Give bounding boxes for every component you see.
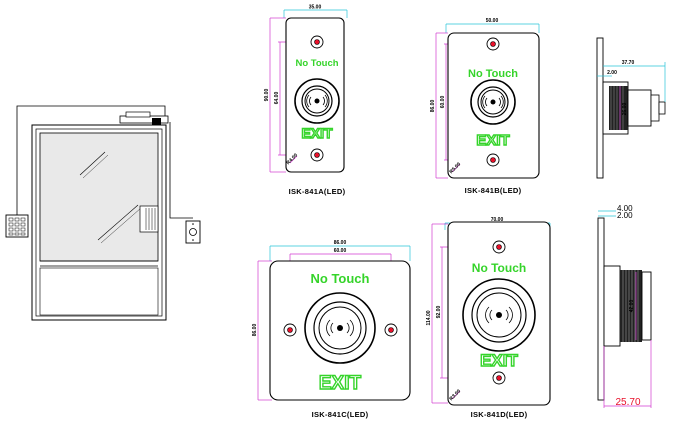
lock-armature (152, 118, 161, 128)
wireless-hand-icon (482, 95, 504, 109)
no-touch-legend: No Touch (468, 68, 518, 80)
height-dimension-label: 114.00 (426, 310, 432, 325)
exit-legend: EXIT (476, 132, 509, 149)
hole-spacing-dimension-label: 64.00 (274, 92, 280, 105)
hole-spacing-dimension-label: 92.00 (436, 306, 442, 319)
product-isk-841d: 70.00 114.00 92.00 No Touch EXIT R3.00 I… (426, 217, 551, 419)
exit-legend: EXIT (319, 373, 362, 394)
exit-legend: EXIT (301, 125, 333, 141)
height-dimension-label: 86.00 (252, 324, 258, 337)
model-label: ISK-841C(LED) (312, 410, 369, 419)
width-dimension-label: 50.00 (486, 18, 499, 24)
wireless-hand-icon (326, 319, 354, 337)
top-thickness-label: 4.00 (617, 204, 633, 213)
product-isk-841b: 50.00 86.00 60.00 No Touch EXIT R5.00 IS… (430, 18, 540, 195)
glass-reflection (79, 151, 106, 176)
wiring-line-right (169, 122, 193, 219)
wireless-hand-icon (306, 94, 328, 108)
hole-spacing-dimension-label: 60.00 (440, 96, 446, 109)
length-dimension-label: 37.70 (622, 60, 635, 66)
width-dimension-label: 86.00 (334, 240, 347, 246)
model-label: ISK-841A(LED) (289, 187, 346, 196)
door-kick-panel (39, 267, 159, 316)
product-isk-841c: 86.00 60.00 86.00 No Touch EXIT ISK-841C… (252, 240, 411, 419)
door-installation-diagram (5, 105, 201, 321)
no-touch-legend: No Touch (311, 271, 370, 286)
diameter-dimension-label: 42.00 (629, 300, 635, 313)
exit-button-icon (185, 220, 201, 244)
side-plate (597, 217, 605, 401)
height-dimension-label: 90.00 (264, 89, 270, 102)
side-view-large: 4.00 2.00 42.00 25.70 (597, 204, 652, 408)
keypad-icon (5, 214, 29, 238)
door-glass (39, 132, 159, 262)
door-leaf (35, 128, 163, 317)
side-thread (620, 270, 642, 342)
product-isk-841a: 35.00 90.00 64.00 No Touch EXIT R4.00 IS… (264, 5, 348, 196)
wiring-line (16, 105, 166, 215)
no-touch-legend: No Touch (472, 261, 526, 275)
exit-legend: EXIT (480, 351, 518, 370)
side-view-small: 37.70 2.00 26.00 (596, 37, 666, 179)
side-plate (596, 37, 604, 179)
model-label: ISK-841D(LED) (471, 410, 528, 419)
length-dimension-label: 25.70 (615, 397, 640, 408)
no-touch-legend: No Touch (295, 58, 338, 69)
width-dimension-label: 70.00 (491, 217, 504, 223)
width-dimension-label: 35.00 (309, 5, 322, 11)
hole-spacing-dimension-label: 60.00 (334, 248, 347, 254)
side-back-cap (641, 271, 652, 341)
wireless-hand-icon (485, 306, 513, 324)
side-connector (627, 89, 652, 127)
height-dimension-label: 86.00 (430, 100, 436, 113)
lock-bracket (125, 111, 151, 118)
diameter-dimension-label: 26.00 (622, 103, 628, 116)
plate-thickness-label: 2.00 (607, 70, 617, 76)
side-bezel (603, 265, 621, 347)
plate-thickness-label: 2.00 (617, 211, 633, 220)
model-label: ISK-841B(LED) (465, 186, 522, 195)
